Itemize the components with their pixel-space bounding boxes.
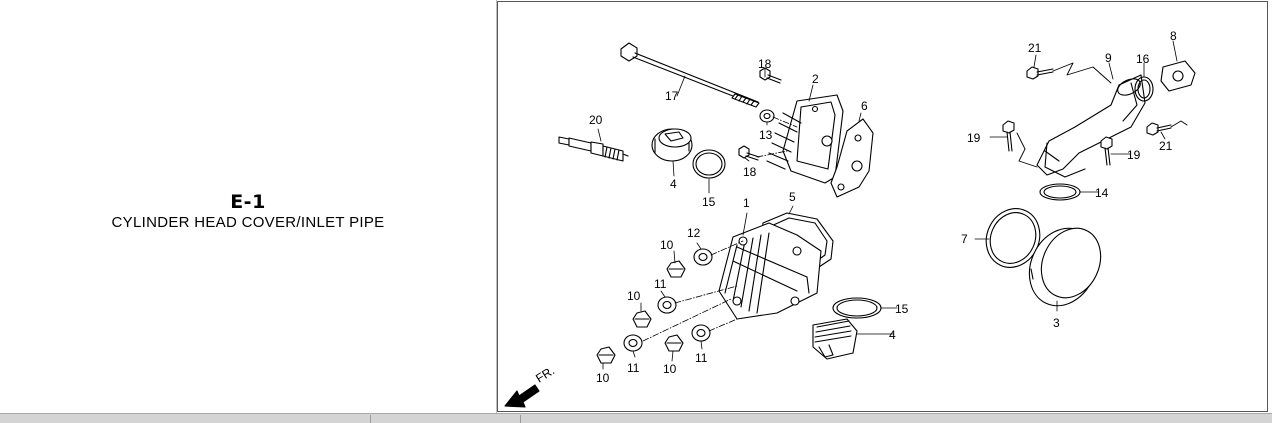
label-4-lower: 4 — [889, 328, 896, 342]
part-18-bolt-lower — [738, 145, 760, 161]
label-1: 1 — [743, 196, 750, 210]
label-5: 5 — [789, 190, 796, 204]
leader-lines — [597, 40, 1178, 370]
part-10-acorn-nut-c — [596, 346, 616, 364]
part-3-round-cover — [1028, 227, 1102, 307]
break-lines — [1016, 62, 1188, 168]
front-direction-label: FR. — [533, 363, 557, 385]
part-labels: 1 2 3 4 4 5 6 7 8 9 10 10 10 10 11 11 11… — [589, 29, 1177, 385]
part-21-bolt-lower — [1146, 122, 1172, 136]
label-18-upper: 18 — [758, 57, 772, 71]
part-4-filler-plug-upper — [651, 128, 693, 162]
part-20-spark-plug — [558, 136, 629, 162]
part-15-oring-upper — [692, 149, 726, 179]
label-10-b: 10 — [627, 289, 641, 303]
label-18-lower: 18 — [743, 165, 757, 179]
part-21-bolt-upper — [1026, 66, 1054, 80]
label-11-a: 11 — [654, 277, 667, 291]
label-21-lower: 21 — [1159, 139, 1173, 153]
label-11-b: 11 — [627, 361, 640, 375]
part-15-oring-lower — [832, 297, 882, 319]
label-12: 12 — [687, 226, 701, 240]
header-panel: E-1 CYLINDER HEAD COVER/INLET PIPE — [0, 0, 496, 413]
label-19-a: 19 — [967, 131, 981, 145]
label-15-upper: 15 — [702, 195, 716, 209]
exploded-parts-diagram: FR. 1 2 3 4 4 5 6 7 8 9 10 10 10 10 11 1… — [504, 29, 1196, 408]
label-20: 20 — [589, 113, 603, 127]
label-9: 9 — [1105, 51, 1112, 65]
part-2-side-cover — [766, 94, 844, 184]
label-10-a: 10 — [660, 238, 674, 252]
label-3: 3 — [1053, 316, 1060, 330]
strip-separator — [370, 415, 371, 423]
section-code: E-1 — [230, 191, 266, 213]
part-13-washer — [759, 109, 775, 123]
part-19-bolt-a — [1002, 120, 1015, 152]
assembly-lines — [642, 116, 798, 342]
part-8-flange — [1160, 60, 1196, 92]
label-16: 16 — [1136, 52, 1150, 66]
front-direction-arrow — [504, 384, 540, 408]
label-21-upper: 21 — [1028, 41, 1042, 55]
part-1-cylinder-head-cover — [718, 222, 822, 320]
label-7: 7 — [961, 232, 968, 246]
label-8: 8 — [1170, 29, 1177, 43]
label-19-b: 19 — [1127, 148, 1141, 162]
strip-separator — [520, 415, 521, 423]
part-12-washer — [693, 248, 713, 266]
part-17-stud-bolt — [620, 42, 760, 108]
label-11-c: 11 — [695, 351, 708, 365]
label-10-c: 10 — [596, 371, 610, 385]
part-11-washer-b — [623, 334, 643, 352]
part-4-filler-plug-lower — [812, 318, 858, 360]
section-title: CYLINDER HEAD COVER/INLET PIPE — [111, 214, 385, 231]
panel-divider — [496, 0, 497, 413]
label-15-lower: 15 — [895, 302, 909, 316]
label-14: 14 — [1095, 186, 1109, 200]
label-4-upper: 4 — [670, 177, 677, 191]
part-10-acorn-nut-d — [664, 334, 684, 352]
bottom-scroll-strip — [0, 413, 1272, 423]
part-11-washer-c — [691, 324, 711, 342]
label-13: 13 — [759, 128, 773, 142]
label-17: 17 — [665, 89, 679, 103]
part-11-washer-a — [657, 296, 677, 314]
part-10-acorn-nut-a — [666, 260, 686, 278]
part-6-gasket — [830, 118, 874, 198]
label-10-d: 10 — [663, 362, 677, 376]
label-2: 2 — [812, 72, 819, 86]
part-19-bolt-b — [1100, 136, 1113, 166]
label-6: 6 — [861, 99, 868, 113]
part-10-acorn-nut-b — [632, 310, 652, 328]
